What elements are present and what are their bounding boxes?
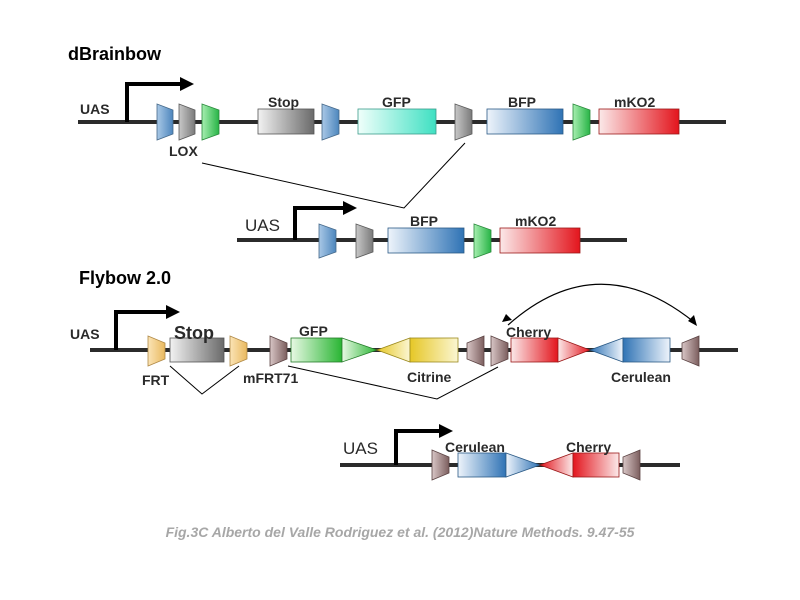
product-cherry-arrow [538,452,574,478]
product-bfp-gene [387,227,465,254]
dbrainbow-product-promoter-arrow-icon [293,206,345,240]
flybow-product-promoter-arrow-icon [394,429,441,465]
bfp-label: BFP [508,94,536,110]
product-lox-gray-icon [355,223,374,259]
product-mko2-gene [499,227,581,254]
product-cerulean-label: Cerulean [445,439,505,455]
lox-site-blue-icon [156,103,174,141]
mfrt71-label: mFRT71 [243,370,298,386]
stop-label: Stop [268,94,299,110]
lox-site-gray-icon [178,103,196,141]
lox-site-green-2-icon [572,103,591,141]
citrine-arrow [375,337,411,363]
frt-site-icon [147,335,166,367]
product-cerulean-gene [457,452,507,478]
gfp-label: GFP [382,94,411,110]
frt-excision-line [169,365,240,395]
cerulean-arrow [588,337,624,363]
lox-site-gray-2-icon [454,103,473,141]
cherry-arrow [557,337,592,363]
citrine-gene [409,337,459,363]
bfp-gene [486,108,564,135]
frt-label: FRT [142,372,170,388]
product-lox-green-icon [473,223,492,259]
lox-label: LOX [169,143,198,159]
flybow-promoter-arrow-icon [114,310,168,350]
cerulean-label: Cerulean [611,369,671,385]
product-cherry-gene [572,452,620,478]
product-cerulean-arrow [505,452,542,478]
inversion-curve-arrow-icon [507,283,695,326]
mfrt-excision-line [287,365,499,400]
lox-site-blue-2-icon [321,103,340,141]
mko2-label: mKO2 [614,94,655,110]
product-mfrt-site-2-icon [622,449,641,481]
figure-caption: Fig.3C Alberto del Valle Rodriguez et al… [165,524,635,540]
product-mfrt-site-icon [431,449,450,481]
flybow-gfp-gene [290,337,343,363]
dbrainbow-excision-line [201,142,466,209]
gfp-arrow [341,337,379,363]
mfrt71-site-icon [269,335,288,367]
flybow-stop-label: Stop [174,323,214,343]
product-bfp-label: BFP [410,213,438,229]
lox-site-green-icon [201,103,220,141]
flybow-uas-label: UAS [70,326,100,342]
flybow-gfp-label: GFP [299,323,328,339]
mko2-gene [598,108,680,135]
dbrainbow-title: dBrainbow [68,44,162,64]
product-lox-blue-icon [318,223,337,259]
gfp-gene [357,108,437,135]
cherry-label: Cherry [506,324,551,340]
cerulean-gene [622,337,671,363]
flybow-product-uas-label: UAS [343,439,378,458]
dbrainbow-product-uas-label: UAS [245,216,280,235]
citrine-label: Citrine [407,369,452,385]
stop-cassette [257,108,315,135]
flybow-stop-cassette [169,337,225,363]
flybow-title: Flybow 2.0 [79,268,171,288]
product-mko2-label: mKO2 [515,213,556,229]
product-cherry-label: Cherry [566,439,611,455]
mfrt-site-2-icon [466,335,485,367]
cherry-gene [510,337,559,363]
dbrainbow-promoter-arrow-icon [125,82,182,122]
mfrt-site-4-icon [681,335,700,367]
frt-site-2-icon [229,335,248,367]
mfrt-site-3-icon [490,335,509,367]
dbrainbow-uas-label: UAS [80,101,110,117]
